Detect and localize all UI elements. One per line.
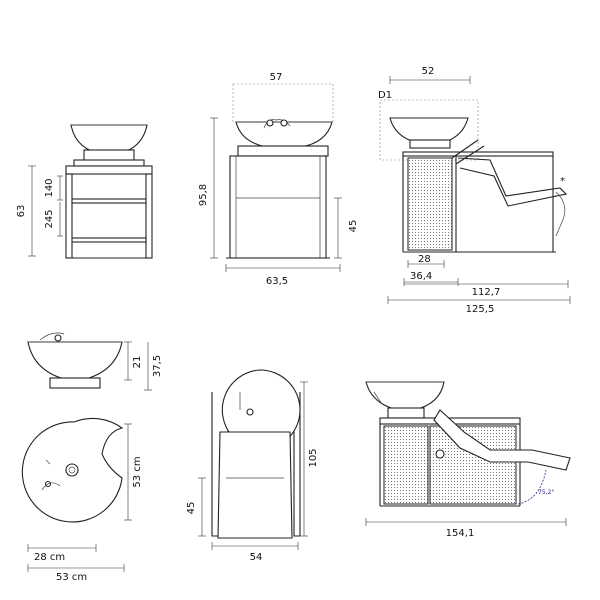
perspective-view: 75,2° 154,1 — [365, 381, 571, 539]
chair-mesh-panel — [407, 157, 453, 251]
bowl-drain-icon — [65, 463, 79, 477]
dim-chair-len2: 125,5 — [466, 304, 495, 315]
front-leg-left — [65, 173, 73, 259]
plan-seat — [217, 431, 293, 539]
side-elevation-view: 57 95,8 45 63,5 — [198, 72, 359, 287]
persp-angle: 75,2° — [538, 489, 554, 496]
plan-drain-icon — [246, 408, 254, 416]
front-leg-right — [145, 173, 153, 259]
front-shelf-lower — [71, 237, 147, 243]
persp-mesh-left — [383, 425, 429, 505]
dim-bowl-h2: 37,5 — [152, 355, 163, 377]
dim-bowl-top-width: 53 cm — [56, 572, 87, 583]
dim-chair-len1: 112,7 — [472, 287, 501, 298]
bowl-side-view: 21 37,5 — [27, 332, 163, 391]
front-elevation-view: 63 140 245 — [16, 124, 153, 259]
dim-front-lower: 245 — [44, 209, 55, 228]
front-table-top — [65, 165, 153, 175]
dim-bowl-top-depth: 53 cm — [132, 456, 143, 487]
dim-plan-lower: 45 — [186, 502, 197, 515]
dim-plan-width: 54 — [250, 552, 263, 563]
dim-side-mid-height: 45 — [348, 220, 359, 233]
dim-chair-width: 52 — [422, 66, 435, 77]
front-shelf-upper — [71, 198, 147, 204]
dim-persp-length: 154,1 — [446, 528, 475, 539]
dim-front-height: 63 — [16, 205, 27, 218]
dim-side-base-width: 63,5 — [266, 276, 288, 287]
mark-asterisk: * — [560, 176, 565, 187]
dim-bowl-h1: 21 — [132, 356, 143, 369]
dim-bowl-top-inner: 28 cm — [34, 552, 65, 563]
chair-seat — [457, 157, 568, 207]
persp-seat — [433, 409, 571, 471]
persp-faucet-icon — [373, 391, 383, 405]
persp-bowl — [365, 381, 445, 411]
plan-view: 105 45 54 — [186, 369, 319, 563]
bowl-side-faucet-icon — [54, 334, 62, 342]
side-cabinet — [229, 155, 327, 259]
dim-front-upper: 140 — [44, 178, 55, 197]
chair-side-view: 52 D1 * 28 36,4 112,7 125,5 — [378, 66, 571, 315]
dim-side-width: 57 — [270, 72, 283, 83]
dim-side-height: 95,8 — [198, 184, 209, 206]
bowl-top-view: 53 cm 28 cm 53 cm — [21, 417, 143, 583]
label-d1: D1 — [378, 90, 392, 101]
dim-chair-inner2: 36,4 — [410, 271, 432, 282]
dim-plan-height: 105 — [308, 448, 319, 467]
dim-chair-inner: 28 — [418, 254, 431, 265]
bowl-side — [27, 341, 123, 381]
